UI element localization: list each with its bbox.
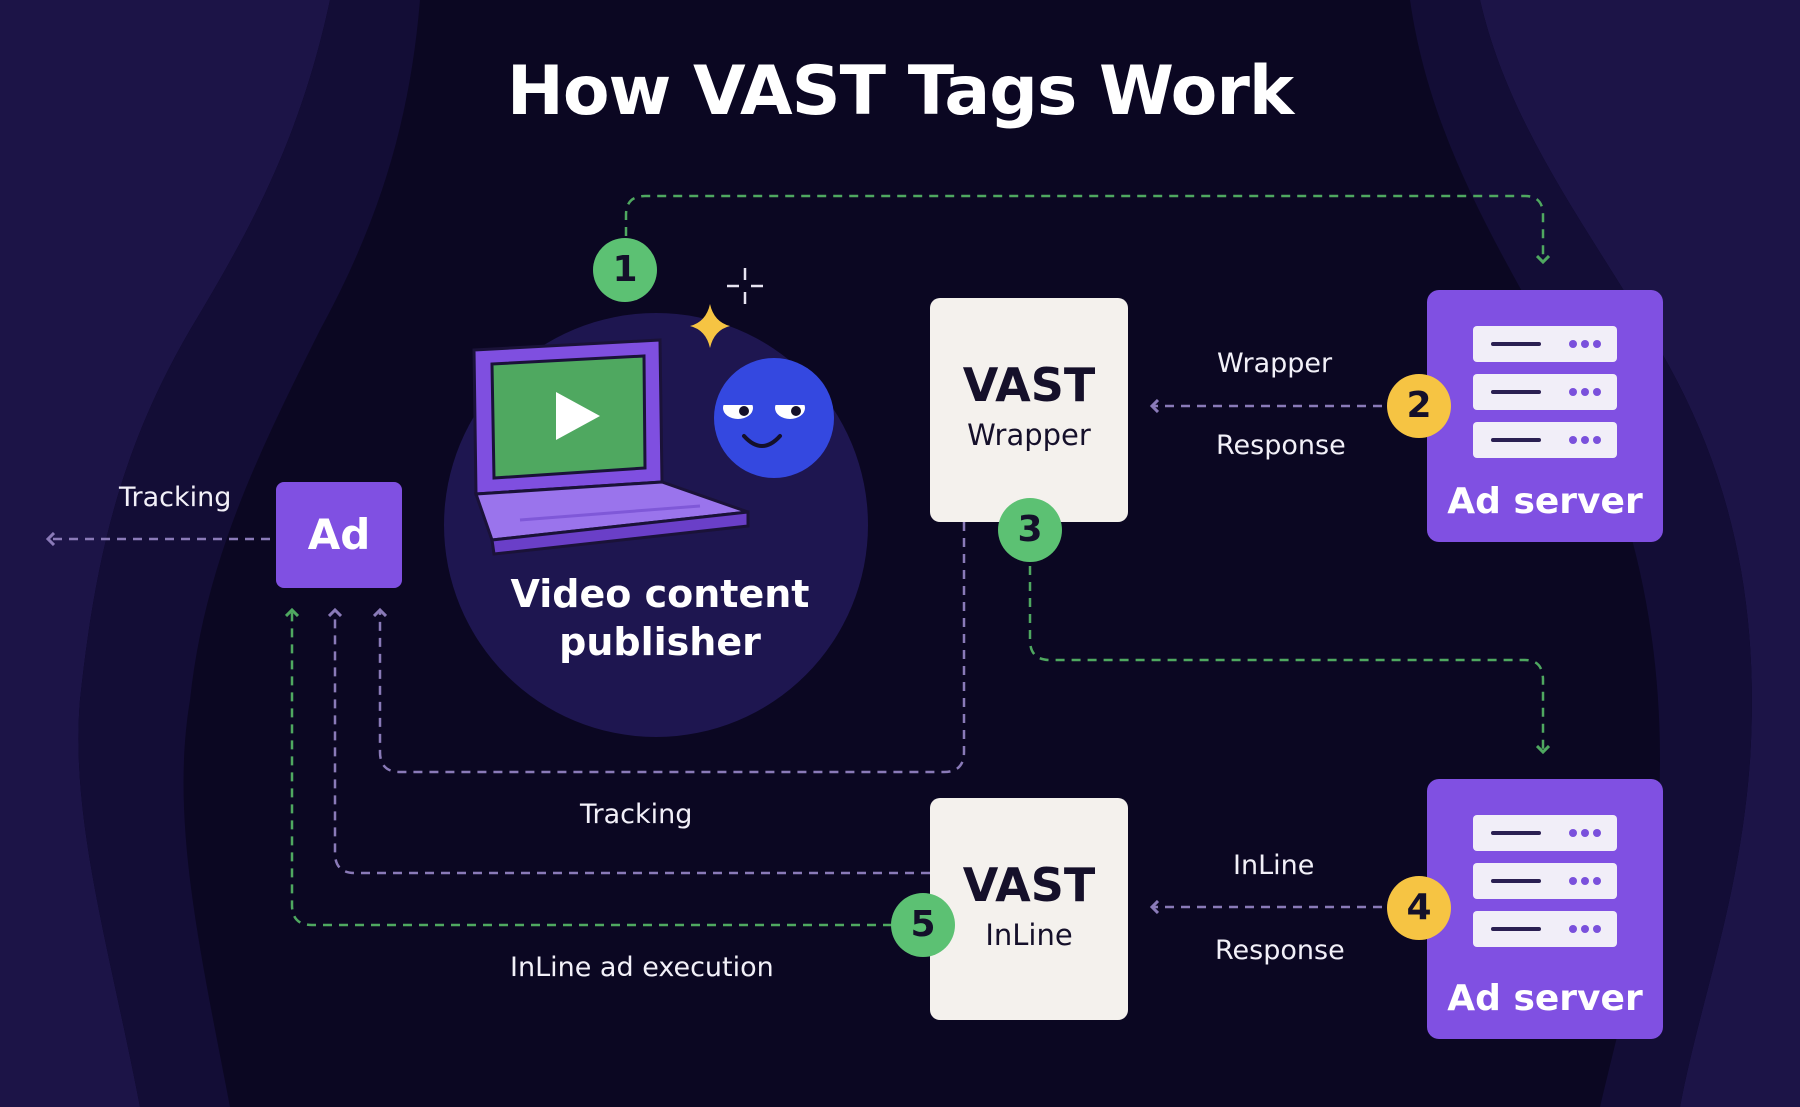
label-inline: InLine xyxy=(1233,850,1315,881)
server-rack-icon xyxy=(1473,863,1617,899)
vast-wrapper-subtitle: Wrapper xyxy=(967,418,1091,452)
arrow-wrapper-tracking xyxy=(380,522,966,774)
arrow-inline-ad-execution xyxy=(292,610,892,927)
laptop-icon xyxy=(472,338,750,556)
ad-server-top-label: Ad server xyxy=(1447,481,1643,522)
arrow-wrapper-to-ad-server xyxy=(1028,566,1543,752)
vast-inline-title: VAST xyxy=(962,858,1096,912)
vast-wrapper-title: VAST xyxy=(962,358,1096,412)
arrow-publisher-to-ad-server xyxy=(624,194,1543,262)
label-wrapper: Wrapper xyxy=(1217,348,1333,379)
label-response-top: Response xyxy=(1216,430,1346,461)
step-badge-3: 3 xyxy=(998,498,1062,562)
play-icon xyxy=(556,392,600,440)
publisher-label-line1: Video content xyxy=(510,572,810,616)
publisher-label-line2: publisher xyxy=(559,620,761,664)
step-badge-4: 4 xyxy=(1387,876,1451,940)
crosshair-icon xyxy=(727,268,763,304)
ad-server-top: Ad server xyxy=(1427,290,1663,542)
label-inline-ad-execution: InLine ad execution xyxy=(510,952,774,983)
publisher-label: Video content publisher xyxy=(480,570,840,666)
vast-wrapper-box: VAST Wrapper xyxy=(930,298,1128,522)
server-rack-icon xyxy=(1473,815,1617,851)
page-title: How VAST Tags Work xyxy=(506,52,1294,131)
label-tracking-middle: Tracking xyxy=(580,799,693,830)
server-rack-icon xyxy=(1473,374,1617,410)
label-response-bottom: Response xyxy=(1215,935,1345,966)
vast-inline-box: VAST InLine xyxy=(930,798,1128,1020)
server-rack-icon xyxy=(1473,326,1617,362)
ad-server-bottom: Ad server xyxy=(1427,779,1663,1039)
step-badge-1: 1 xyxy=(593,238,657,302)
ad-box: Ad xyxy=(276,482,402,588)
server-rack-icon xyxy=(1473,911,1617,947)
step-badge-2: 2 xyxy=(1387,374,1451,438)
sparkle-icon xyxy=(690,304,730,348)
mascot-face-icon xyxy=(714,358,834,478)
server-rack-icon xyxy=(1473,422,1617,458)
ad-server-bottom-label: Ad server xyxy=(1447,978,1643,1019)
vast-inline-subtitle: InLine xyxy=(985,918,1073,952)
label-tracking-left: Tracking xyxy=(119,482,232,513)
step-badge-5: 5 xyxy=(891,893,955,957)
